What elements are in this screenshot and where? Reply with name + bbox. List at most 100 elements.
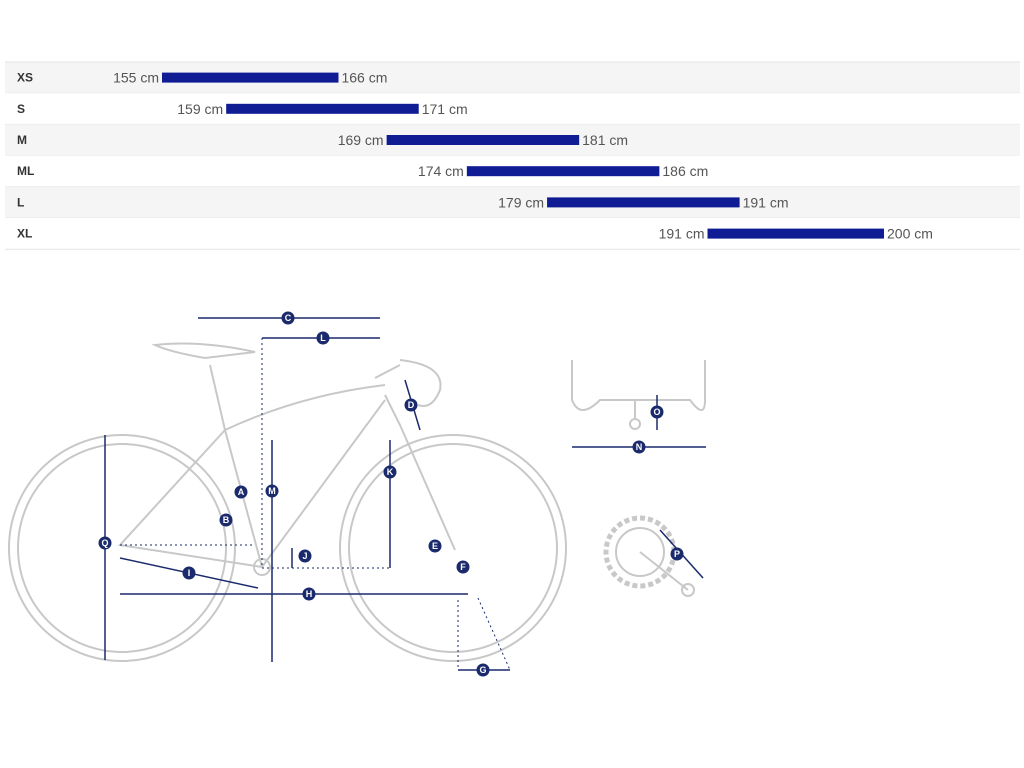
marker-k: K <box>383 465 397 479</box>
marker-letter: P <box>674 549 680 559</box>
range-start-label: 174 cm <box>418 163 464 179</box>
marker-letter: N <box>636 442 643 452</box>
pedal-axle <box>681 583 695 597</box>
range-start-label: 191 cm <box>659 226 705 242</box>
range-start-label: 179 cm <box>498 194 544 210</box>
marker-letter: O <box>653 407 660 417</box>
dimension-markers: A B C D E F G H I J K L M N O P Q <box>98 311 684 677</box>
front-wheel-inner <box>348 443 558 653</box>
size-chart: XS 155 cm 166 cm S 159 cm 171 cm M 169 cm 181 cm… <box>5 61 1020 250</box>
chainring-inner <box>615 527 665 577</box>
range-bar <box>707 228 884 239</box>
stem-clamp-front <box>629 418 641 430</box>
range-end-label: 181 cm <box>582 132 628 148</box>
marker-circle <box>428 539 442 553</box>
marker-g: G <box>476 663 490 677</box>
marker-circle <box>404 398 418 412</box>
marker-letter: I <box>188 568 191 578</box>
marker-letter: Q <box>101 538 108 548</box>
marker-letter: A <box>238 487 245 497</box>
marker-circle <box>383 465 397 479</box>
marker-letter: B <box>223 515 230 525</box>
range-start-label: 155 cm <box>113 70 159 86</box>
marker-circle <box>219 513 233 527</box>
size-label: M <box>17 133 27 147</box>
marker-c: C <box>281 311 295 325</box>
range-end-label: 186 cm <box>662 163 708 179</box>
marker-circle <box>302 587 316 601</box>
dotted-guides <box>120 338 511 671</box>
size-label: XL <box>17 227 32 241</box>
range-start-label: 169 cm <box>338 132 384 148</box>
marker-letter: L <box>320 333 326 343</box>
marker-o: O <box>650 405 664 419</box>
marker-m: M <box>265 484 279 498</box>
size-row-s <box>5 93 1020 125</box>
frame-outline <box>118 427 264 569</box>
marker-letter: E <box>432 541 438 551</box>
range-bar <box>547 197 740 208</box>
marker-letter: D <box>408 400 415 410</box>
marker-circle <box>281 311 295 325</box>
marker-letter: K <box>387 467 394 477</box>
crank-arm <box>639 551 689 591</box>
size-label: L <box>17 195 24 209</box>
marker-letter: M <box>268 486 276 496</box>
range-start-label: 159 cm <box>177 101 223 117</box>
stem <box>374 364 401 379</box>
size-label: ML <box>17 164 34 178</box>
range-end-label: 171 cm <box>422 101 468 117</box>
marker-letter: F <box>460 562 466 572</box>
range-end-label: 191 cm <box>743 194 789 210</box>
marker-d: D <box>404 398 418 412</box>
top-tube <box>224 384 386 431</box>
down-tube <box>261 399 386 568</box>
size-label: S <box>17 102 25 116</box>
marker-circle <box>650 405 664 419</box>
marker-j: J <box>298 549 312 563</box>
marker-q: Q <box>98 536 112 550</box>
marker-circle <box>316 331 330 345</box>
marker-circle <box>476 663 490 677</box>
marker-i: I <box>182 566 196 580</box>
marker-letter: G <box>479 665 486 675</box>
handlebar-front-view <box>571 360 706 411</box>
marker-circle <box>182 566 196 580</box>
marker-circle <box>265 484 279 498</box>
marker-circle <box>456 560 470 574</box>
marker-circle <box>298 549 312 563</box>
fork <box>384 394 456 551</box>
guide-fork-axis <box>477 597 511 671</box>
marker-circle <box>98 536 112 550</box>
range-end-label: 200 cm <box>887 226 933 242</box>
marker-circle <box>670 547 684 561</box>
marker-b: B <box>219 513 233 527</box>
saddle <box>151 342 256 360</box>
marker-l: L <box>316 331 330 345</box>
dimension-lines <box>104 317 706 671</box>
rear-wheel-inner <box>17 443 227 653</box>
marker-p: P <box>670 547 684 561</box>
seat-post <box>209 364 226 431</box>
marker-f: F <box>456 560 470 574</box>
marker-circle <box>632 440 646 454</box>
rear-wheel <box>8 434 236 662</box>
front-wheel <box>339 434 567 662</box>
size-row-l <box>5 186 1020 218</box>
marker-h: H <box>302 587 316 601</box>
marker-letter: H <box>306 589 313 599</box>
marker-letter: J <box>302 551 307 561</box>
range-bar <box>162 72 339 83</box>
marker-circle <box>234 485 248 499</box>
range-end-label: 166 cm <box>341 70 387 86</box>
size-label: XS <box>17 71 33 85</box>
marker-e: E <box>428 539 442 553</box>
range-bar <box>466 166 660 177</box>
range-bar <box>226 103 419 114</box>
marker-n: N <box>632 440 646 454</box>
marker-letter: C <box>285 313 292 323</box>
handlebar-drop <box>399 359 442 407</box>
marker-a: A <box>234 485 248 499</box>
range-bar <box>386 135 580 145</box>
